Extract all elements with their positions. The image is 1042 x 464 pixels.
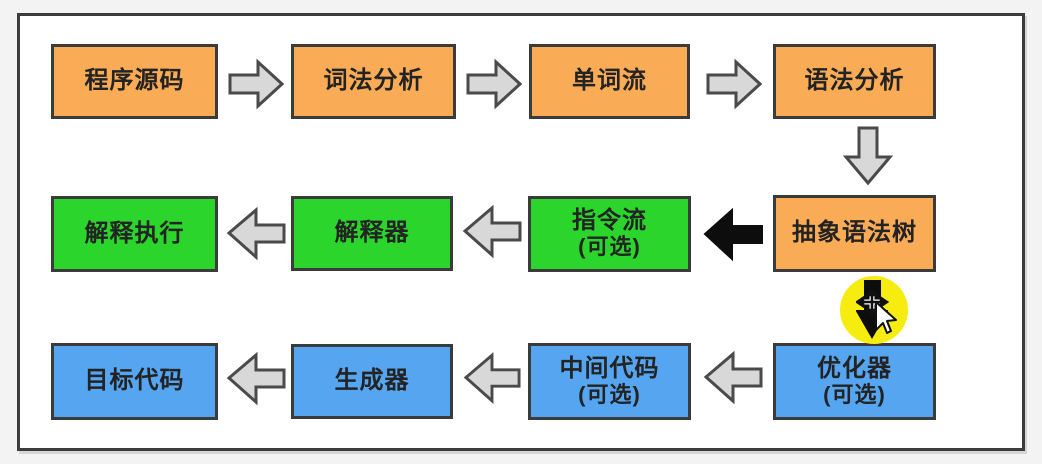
flow-box-sublabel: (可选) bbox=[578, 381, 641, 407]
flow-box-token-stream: 单词流 bbox=[529, 44, 690, 119]
move-cursor-icon bbox=[854, 287, 890, 318]
arrow-left-icon bbox=[226, 206, 286, 261]
flow-box-lexical-analysis: 词法分析 bbox=[291, 44, 456, 119]
flow-box-instruction-stream: 指令流 (可选) bbox=[528, 196, 691, 272]
arrow-left-icon bbox=[463, 351, 521, 405]
pointer-icon bbox=[875, 301, 897, 334]
flow-box-optimizer: 优化器 (可选) bbox=[773, 343, 936, 420]
flow-box-program-source: 程序源码 bbox=[51, 44, 218, 119]
flow-box-label: 优化器 bbox=[817, 354, 892, 382]
arrow-down-icon bbox=[843, 126, 893, 186]
flow-box-generator: 生成器 bbox=[291, 344, 453, 419]
arrow-left-icon bbox=[462, 203, 522, 260]
flow-box-label: 解释执行 bbox=[84, 219, 185, 247]
arrow-right-icon bbox=[228, 58, 284, 110]
flow-box-label: 词法分析 bbox=[323, 67, 424, 95]
flow-box-sublabel: (可选) bbox=[823, 381, 886, 407]
arrow-right-icon bbox=[706, 58, 762, 110]
flow-box-intermediate-code: 中间代码 (可选) bbox=[528, 343, 691, 420]
flow-box-label: 单词流 bbox=[572, 67, 647, 95]
flow-box-label: 中间代码 bbox=[559, 354, 660, 382]
mouse-cursor-icon bbox=[854, 287, 900, 340]
flow-box-label: 目标代码 bbox=[84, 367, 185, 395]
arrow-right-icon bbox=[466, 58, 522, 110]
flow-box-interpreter: 解释器 bbox=[291, 196, 453, 271]
flow-box-syntax-analysis: 语法分析 bbox=[773, 44, 936, 119]
arrow-left-icon bbox=[226, 351, 286, 406]
flow-box-abstract-syntax-tree: 抽象语法树 bbox=[773, 195, 936, 272]
flow-box-label: 语法分析 bbox=[804, 67, 905, 95]
flow-box-label: 抽象语法树 bbox=[792, 219, 917, 247]
arrow-left-black-icon bbox=[703, 206, 764, 263]
flow-box-interpreted-execution: 解释执行 bbox=[51, 196, 218, 272]
arrow-left-icon bbox=[703, 350, 763, 405]
flow-box-target-code: 目标代码 bbox=[51, 343, 218, 420]
flow-box-label: 解释器 bbox=[334, 219, 410, 247]
flow-box-label: 指令流 bbox=[572, 207, 647, 235]
flow-box-label: 程序源码 bbox=[84, 67, 185, 95]
flow-box-label: 生成器 bbox=[334, 367, 410, 395]
flow-box-sublabel: (可选) bbox=[578, 234, 641, 260]
